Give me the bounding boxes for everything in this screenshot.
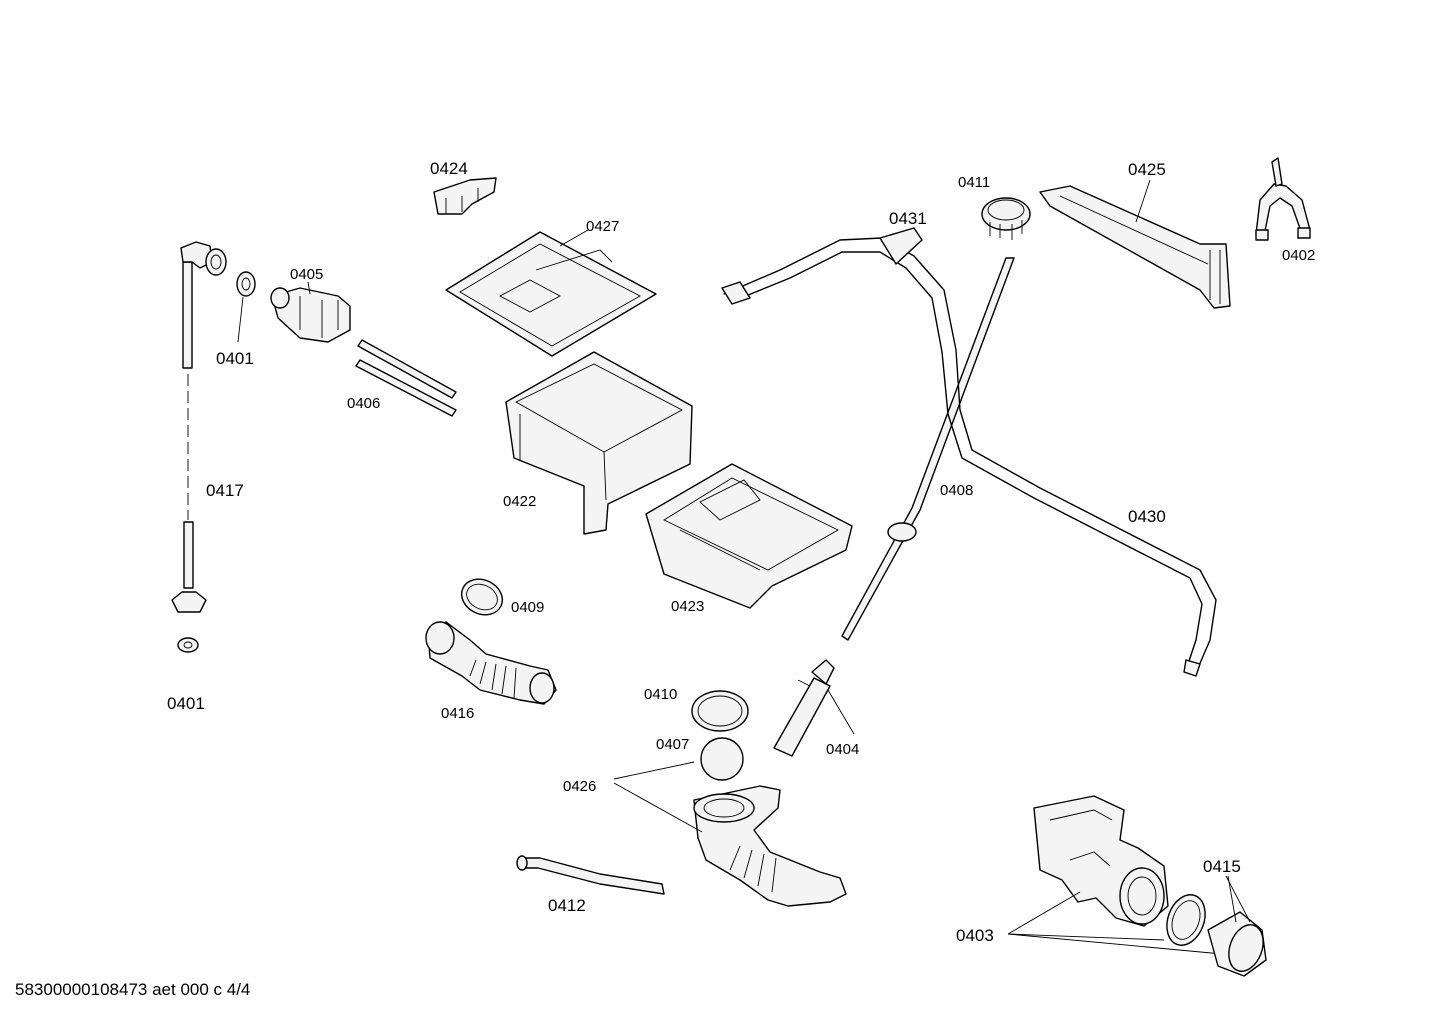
hook-part xyxy=(1255,157,1311,241)
label-0411: 0411 xyxy=(958,174,990,191)
label-0402: 0402 xyxy=(1282,247,1315,264)
label-0431: 0431 xyxy=(889,209,927,228)
dispenser-drawer-part xyxy=(645,463,853,609)
drawing-id-footer: 58300000108473 aet 000 c 4/4 xyxy=(15,980,251,999)
label-0423: 0423 xyxy=(671,598,704,615)
drain-hose-part xyxy=(721,227,1217,677)
bellows-hose-part xyxy=(425,621,557,705)
label-0406: 0406 xyxy=(347,395,380,412)
label-0405: 0405 xyxy=(290,266,323,283)
dispenser-cover-part xyxy=(445,229,657,357)
label-0430: 0430 xyxy=(1128,507,1166,526)
label-0403: 0403 xyxy=(956,926,994,945)
ball-part xyxy=(700,737,744,781)
tube-part xyxy=(841,257,1015,641)
pressure-switch-part xyxy=(981,197,1031,240)
label-0410: 0410 xyxy=(644,686,677,703)
clip-part xyxy=(433,177,497,215)
sensor-part xyxy=(773,659,855,757)
label-0416: 0416 xyxy=(441,705,474,722)
label-0425: 0425 xyxy=(1128,160,1166,179)
label-0422: 0422 xyxy=(503,493,536,510)
label-0409: 0409 xyxy=(511,599,544,616)
valve-part xyxy=(270,281,351,343)
rail-part xyxy=(1039,179,1231,309)
label-0417: 0417 xyxy=(206,481,244,500)
label-0412: 0412 xyxy=(548,896,586,915)
small-hose-part xyxy=(516,855,665,895)
dispenser-housing-part xyxy=(505,351,693,535)
ring-part xyxy=(691,690,749,732)
inlet-hose-part xyxy=(171,241,227,653)
label-0426: 0426 xyxy=(563,778,596,795)
label-0401-bottom: 0401 xyxy=(167,694,205,713)
hose-pair-part xyxy=(355,339,457,417)
label-0408: 0408 xyxy=(940,482,973,499)
washer-part xyxy=(236,271,256,343)
label-0401-top: 0401 xyxy=(216,349,254,368)
ring-part xyxy=(460,578,504,616)
filter-part xyxy=(1166,875,1267,977)
label-0415: 0415 xyxy=(1203,857,1241,876)
sump-hose-part xyxy=(613,761,847,907)
label-0407: 0407 xyxy=(656,736,689,753)
label-0404: 0404 xyxy=(826,741,859,758)
pump-part xyxy=(1007,795,1223,955)
label-0427: 0427 xyxy=(586,218,619,235)
label-0424: 0424 xyxy=(430,159,468,178)
